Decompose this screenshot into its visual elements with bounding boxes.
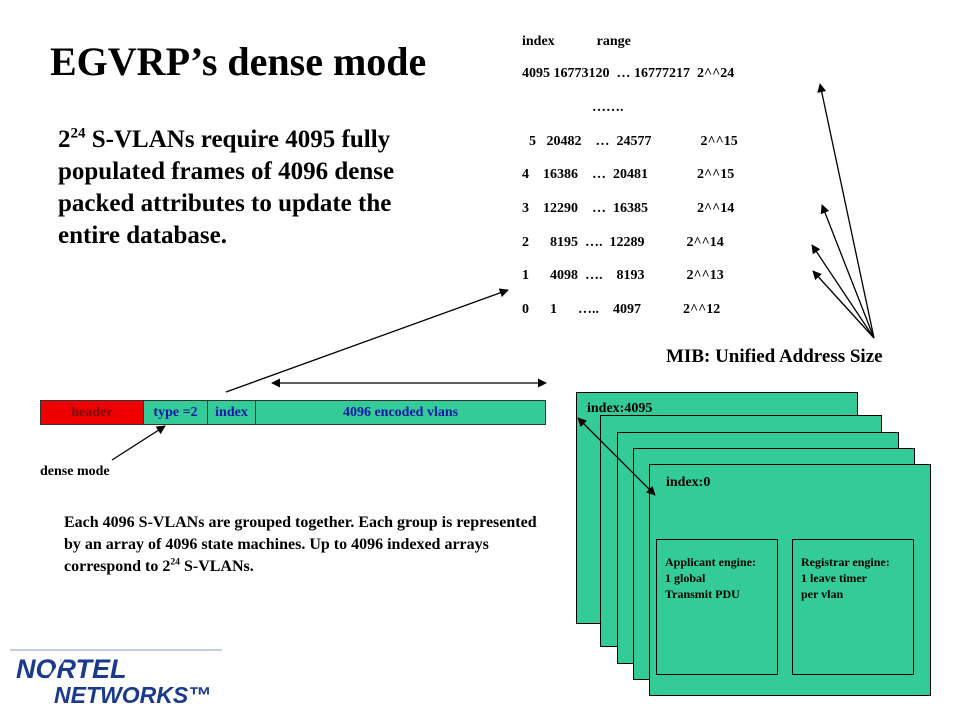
mib-row-ellipsis: ……. <box>522 100 624 115</box>
frame-header-field: header <box>40 400 144 425</box>
registrar-engine-title: Registrar engine: <box>801 555 890 569</box>
mib-row-3: 3 12290 … 16385 2^^14 <box>522 201 735 216</box>
lead-statement: 224 S-VLANs require 4095 fully populated… <box>58 124 438 252</box>
arrow-dense-label <box>111 425 166 461</box>
index-array-label-4095: index:4095 <box>587 401 653 416</box>
mib-row-4095: 4095 16773120 … 16777217 2^^24 <box>522 66 735 81</box>
mib-title: MIB: Unified Address Size <box>666 346 883 367</box>
applicant-engine-title: Applicant engine: <box>665 555 757 569</box>
mib-row-5: 5 20482 … 24577 2^^15 <box>522 134 738 149</box>
registrar-engine-line: per vlan <box>801 587 844 601</box>
index-array-label-0: index:0 <box>666 475 711 490</box>
mib-row-2: 2 8195 …. 12289 2^^14 <box>522 235 724 250</box>
applicant-engine-line: Transmit PDU <box>665 587 740 601</box>
lead-text: S-VLANs require 4095 fully populated fra… <box>58 126 395 249</box>
registrar-engine-box: Registrar engine: 1 leave timer per vlan <box>792 539 914 675</box>
index-array-card-0: index:0 Applicant engine: 1 global Trans… <box>649 464 931 696</box>
dense-mode-label: dense mode <box>40 464 110 479</box>
frame-index-field: index <box>208 400 256 425</box>
arrow-mib-size <box>812 270 875 339</box>
nortel-networks-logo: NORTEL NETWORKS™ <box>10 648 222 708</box>
description-text: Each 4096 S-VLANs are grouped together. … <box>64 512 544 578</box>
mib-row-0: 0 1 ….. 4097 2^^12 <box>522 302 721 317</box>
slide-title: EGVRP’s dense mode <box>50 39 427 84</box>
mib-row-4: 4 16386 … 20481 2^^15 <box>522 167 735 182</box>
registrar-engine-line: 1 leave timer <box>801 571 867 585</box>
lead-exponent: 24 <box>70 125 86 142</box>
description-tail: S-VLANs. <box>179 558 254 575</box>
dense-mode-frame: header type =2 index 4096 encoded vlans <box>40 400 546 425</box>
arrow-index-range <box>577 417 656 496</box>
logo-line-2: NETWORKS™ <box>54 682 211 708</box>
arrow-frame-to-table <box>225 288 509 393</box>
arrow-mib-size <box>817 83 875 339</box>
applicant-engine-line: 1 global <box>665 571 706 585</box>
logo-line-1: NORTEL <box>16 654 127 684</box>
description-body: Each 4096 S-VLANs are grouped together. … <box>64 514 537 575</box>
frame-vlans-field: 4096 encoded vlans <box>256 400 546 425</box>
arrow-mib-size <box>811 244 875 339</box>
mib-row-1: 1 4098 …. 8193 2^^13 <box>522 268 724 283</box>
arrow-mib-size <box>820 204 875 339</box>
description-exponent: 24 <box>170 556 180 568</box>
lead-base: 2 <box>58 126 71 153</box>
applicant-engine-box: Applicant engine: 1 global Transmit PDU <box>656 539 778 675</box>
mib-table-header: index range <box>522 34 631 49</box>
frame-type-field: type =2 <box>144 400 208 425</box>
nortel-logo-mark: NORTEL NETWORKS™ <box>10 649 222 708</box>
